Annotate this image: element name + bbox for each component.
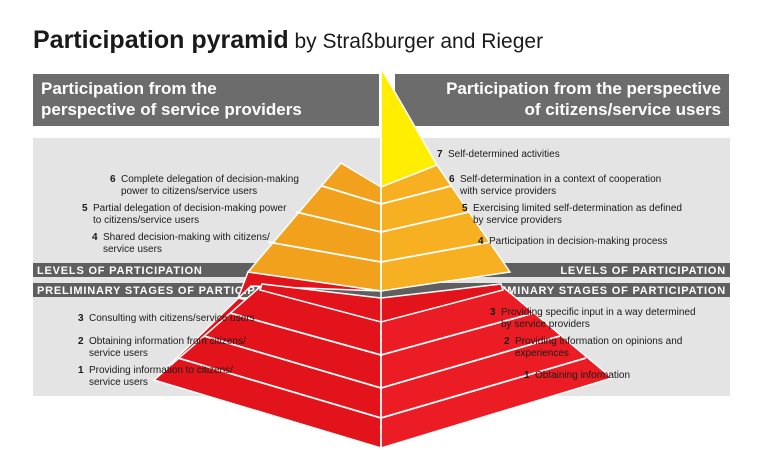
left-item-4: 4 Shared decision-making with citizens/ …	[92, 232, 270, 255]
left-item-3-num: 3	[78, 313, 84, 324]
right-item-4-num: 4	[478, 236, 484, 247]
right-item-6-num: 6	[449, 174, 455, 185]
left-item-1-num: 1	[78, 365, 84, 376]
right-item-2-num: 2	[504, 336, 510, 347]
right-item-4: 4 Participation in decision-making proce…	[478, 236, 667, 248]
page-title: Participation pyramid by Straßburger and…	[33, 26, 543, 55]
left-item-6-num: 6	[110, 174, 116, 185]
levels-label-left: LEVELS OF PARTICIPATION	[37, 265, 203, 277]
left-item-2-text: Obtaining information from citizens/ ser…	[89, 336, 246, 359]
left-item-4-text: Shared decision-making with citizens/ se…	[103, 232, 270, 255]
header-left-text: Participation from the perspective of se…	[41, 79, 302, 119]
right-item-5-text: Exercising limited self-determination as…	[473, 203, 682, 226]
header-right-text: Participation from the perspective of ci…	[446, 79, 721, 119]
right-item-5-num: 5	[462, 203, 468, 214]
left-item-2: 2 Obtaining information from citizens/ s…	[78, 336, 246, 359]
right-item-5: 5 Exercising limited self-determination …	[462, 203, 682, 226]
levels-label-right: LEVELS OF PARTICIPATION	[560, 265, 726, 277]
right-item-4-text: Participation in decision-making process	[489, 236, 668, 247]
right-item-2: 2 Providing information on opinions and …	[504, 336, 682, 359]
right-item-7-num: 7	[437, 149, 443, 160]
right-item-1-num: 1	[524, 370, 530, 381]
right-item-2-text: Providing information on opinions and ex…	[515, 336, 683, 359]
left-item-5-text: Partial delegation of decision-making po…	[93, 203, 287, 226]
left-item-6-text: Complete delegation of decision-making p…	[121, 174, 299, 197]
left-item-4-num: 4	[92, 232, 98, 243]
left-item-5-num: 5	[82, 203, 88, 214]
right-item-3-text: Providing specific input in a way determ…	[501, 307, 696, 330]
left-item-3-text: Consulting with citizens/service users	[89, 313, 255, 324]
left-item-6: 6 Complete delegation of decision-making…	[110, 174, 299, 197]
right-item-3-num: 3	[490, 307, 496, 318]
right-item-7-text: Self-determined activities	[448, 149, 560, 160]
prelim-label-right: PRELIMINARY STAGES OF PARTICIPATION	[470, 285, 726, 297]
right-item-3: 3 Providing specific input in a way dete…	[490, 307, 696, 330]
title-main: Participation pyramid	[33, 26, 289, 54]
right-item-1: 1 Obtaining information	[524, 370, 630, 382]
prelim-label-left: PRELIMINARY STAGES OF PARTICIPATION	[37, 285, 293, 297]
left-item-2-num: 2	[78, 336, 84, 347]
header-service-providers: Participation from the perspective of se…	[33, 74, 379, 126]
title-authors: by Straßburger and Rieger	[288, 30, 544, 53]
left-item-1: 1 Providing information to citizens/ ser…	[78, 365, 233, 388]
left-item-1-text: Providing information to citizens/ servi…	[89, 365, 233, 388]
right-item-7: 7 Self-determined activities	[437, 149, 560, 161]
right-item-1-text: Obtaining information	[535, 370, 631, 381]
left-item-3: 3 Consulting with citizens/service users	[78, 313, 255, 325]
header-citizens: Participation from the perspective of ci…	[395, 74, 729, 126]
left-item-5: 5 Partial delegation of decision-making …	[82, 203, 286, 226]
right-item-6: 6 Self-determination in a context of coo…	[449, 174, 661, 197]
right-item-6-text: Self-determination in a context of coope…	[460, 174, 662, 197]
